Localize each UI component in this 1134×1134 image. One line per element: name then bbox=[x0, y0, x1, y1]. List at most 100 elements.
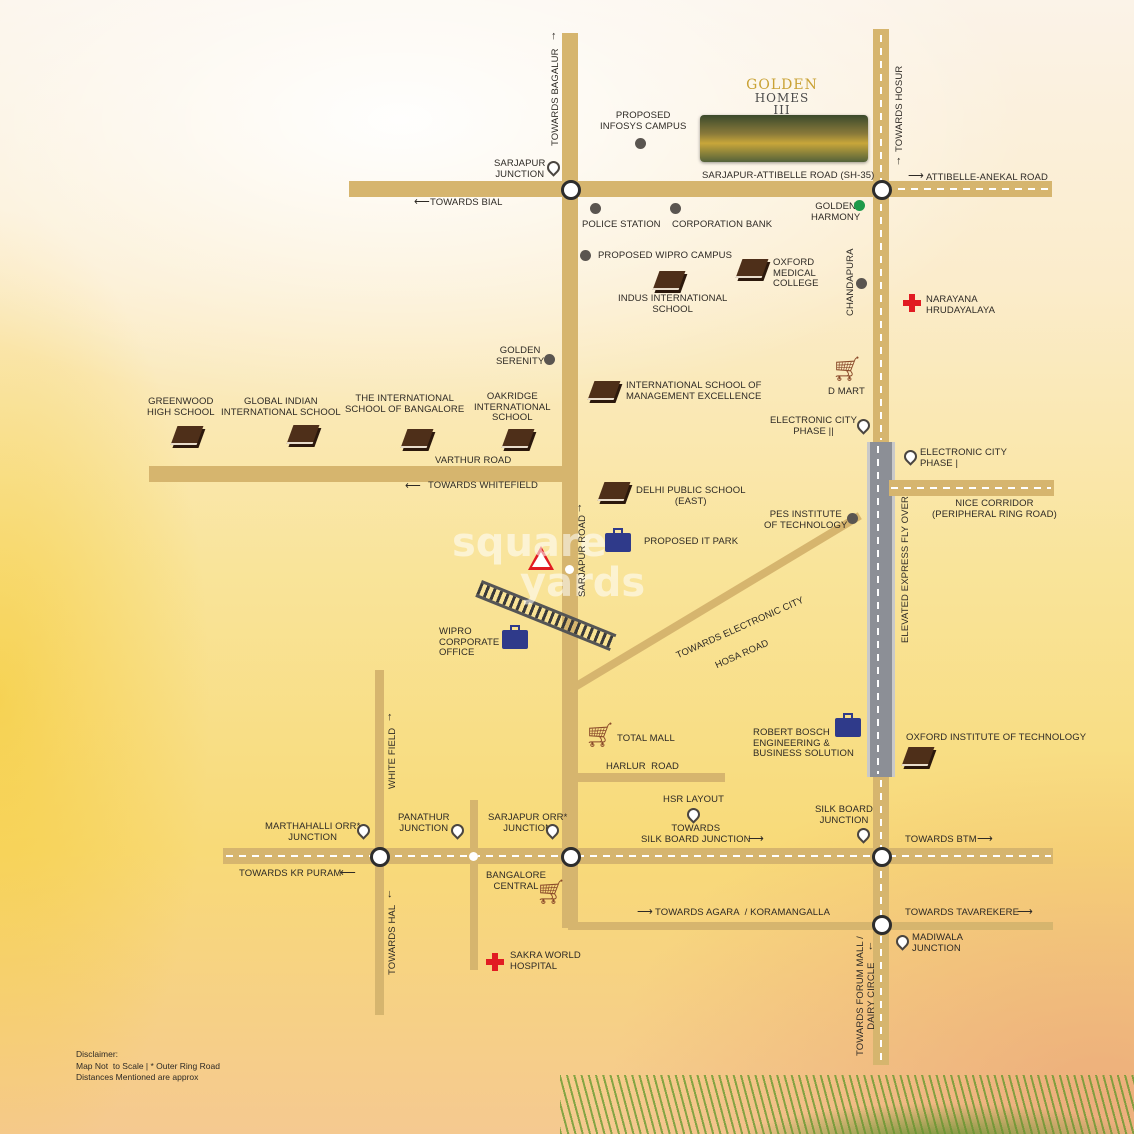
grass-decoration bbox=[560, 1075, 1134, 1134]
label-sarjapur-attibelle: SARJAPUR-ATTIBELLE ROAD (SH-35) bbox=[702, 170, 875, 181]
junction-rail-dot bbox=[565, 565, 574, 574]
label-towards-tavarekere: TOWARDS TAVAREKERE bbox=[905, 907, 1020, 918]
label-elevated-express: ELEVATED EXPRESS FLY OVER bbox=[900, 496, 911, 643]
arrow-up-icon: ↑ bbox=[551, 30, 557, 42]
location-pin-icon bbox=[684, 805, 703, 824]
label-towards-hal: TOWARDS HAL bbox=[387, 904, 398, 975]
marker-infosys bbox=[635, 138, 646, 149]
marker-pes bbox=[847, 513, 858, 524]
location-pin-icon bbox=[448, 821, 467, 840]
school-book-icon bbox=[597, 482, 631, 501]
arrow-right-icon: ⟶ bbox=[748, 833, 764, 845]
label-towards-forum: TOWARDS FORUM MALL / DAIRY CIRCLE bbox=[855, 936, 877, 1056]
road-harlur bbox=[570, 773, 725, 782]
school-book-icon bbox=[652, 271, 686, 290]
label-madiwala: MADIWALA JUNCTION bbox=[912, 932, 964, 954]
label-oxford-tech: OXFORD INSTITUTE OF TECHNOLOGY bbox=[906, 732, 1087, 743]
label-silk-board: SILK BOARD JUNCTION bbox=[815, 804, 874, 826]
label-towards-bagalur: TOWARDS BAGALUR bbox=[550, 48, 561, 146]
label-panathur: PANATHUR JUNCTION bbox=[398, 812, 450, 834]
junction-sarjapur-orr bbox=[561, 847, 581, 867]
label-white-field: WHITE FIELD bbox=[387, 727, 398, 789]
label-towards-hosur: TOWARDS HOSUR bbox=[894, 65, 905, 152]
school-book-icon bbox=[735, 259, 769, 278]
label-varthur-road: VARTHUR ROAD bbox=[435, 455, 512, 466]
junction-attibelle bbox=[872, 180, 892, 200]
shopping-cart-icon: 🛒︎ bbox=[536, 879, 567, 906]
arrow-down-icon: ↓ bbox=[868, 940, 874, 952]
arrow-left-icon: ⟵ bbox=[340, 867, 356, 879]
hospital-cross-icon bbox=[903, 294, 921, 312]
arrow-right-icon: ⟶ bbox=[908, 170, 924, 182]
label-wipro-office: WIPRO CORPORATE OFFICE bbox=[439, 626, 500, 658]
road-dash bbox=[880, 35, 882, 440]
arrow-right-icon: ⟶ bbox=[637, 906, 653, 918]
label-harlur-road: HARLUR ROAD bbox=[606, 761, 679, 772]
location-pin-icon bbox=[854, 825, 873, 844]
label-towards-bial: TOWARDS BIAL bbox=[430, 197, 503, 208]
label-dmart: D MART bbox=[828, 386, 865, 397]
junction-silk-board bbox=[872, 847, 892, 867]
office-briefcase-icon bbox=[605, 528, 631, 552]
office-briefcase-icon bbox=[502, 625, 528, 649]
label-global-indian: GLOBAL INDIAN INTERNATIONAL SCHOOL bbox=[221, 396, 341, 418]
label-nice-corridor: NICE CORRIDOR (PERIPHERAL RING ROAD) bbox=[932, 498, 1057, 520]
shopping-cart-icon: 🛒︎ bbox=[585, 722, 616, 749]
school-book-icon bbox=[170, 426, 204, 445]
label-golden-harmony: GOLDEN HARMONY bbox=[811, 201, 861, 223]
label-towards-agara: TOWARDS AGARA / KORAMANGALLA bbox=[655, 907, 830, 918]
label-towards-silk-board: TOWARDS SILK BOARD JUNCTION bbox=[641, 823, 751, 845]
arrow-right-icon: ⟶ bbox=[977, 833, 993, 845]
marker-golden-harmony bbox=[854, 200, 865, 211]
label-corporation-bank: CORPORATION BANK bbox=[672, 219, 773, 230]
label-bangalore-central: BANGALORE CENTRAL bbox=[486, 870, 547, 892]
arrow-up-icon: ↑ bbox=[387, 711, 393, 723]
marker-wipro-campus bbox=[580, 250, 591, 261]
label-hsr: HSR LAYOUT bbox=[663, 794, 725, 805]
location-pin-icon bbox=[893, 932, 912, 951]
label-ecity1: ELECTRONIC CITY PHASE | bbox=[920, 447, 1008, 469]
label-it-park: PROPOSED IT PARK bbox=[644, 536, 739, 547]
office-briefcase-icon bbox=[835, 713, 861, 737]
junction-sarjapur bbox=[561, 180, 581, 200]
disclaimer: Disclaimer: Map Not to Scale | * Outer R… bbox=[76, 1049, 220, 1082]
elevated-flyover bbox=[867, 442, 895, 777]
label-greenwood: GREENWOOD HIGH SCHOOL bbox=[147, 396, 215, 418]
railway-crossing-icon bbox=[528, 546, 554, 570]
label-bosch: ROBERT BOSCH ENGINEERING & BUSINESS SOLU… bbox=[753, 727, 854, 759]
label-sarjapur-junction: SARJAPUR JUNCTION bbox=[494, 158, 546, 180]
road-dash bbox=[891, 487, 1051, 489]
marker-corporation-bank bbox=[670, 203, 681, 214]
logo-homes: HOMES III bbox=[754, 91, 810, 117]
school-book-icon bbox=[400, 429, 434, 448]
location-pin-icon bbox=[854, 416, 873, 435]
watermark-line1: square bbox=[452, 520, 607, 566]
label-infosys: PROPOSED INFOSYS CAMPUS bbox=[600, 110, 687, 132]
junction-madiwala bbox=[872, 915, 892, 935]
label-golden-serenity: GOLDEN SERENITY bbox=[496, 345, 545, 367]
marker-golden-serenity bbox=[544, 354, 555, 365]
label-oakridge: OAKRIDGE INTERNATIONAL SCHOOL bbox=[474, 391, 551, 423]
school-book-icon bbox=[501, 429, 535, 448]
junction-panathur-dot bbox=[469, 852, 478, 861]
road-dash bbox=[885, 188, 1050, 190]
label-sarjapur-orr: SARJAPUR ORR* JUNCTION bbox=[488, 812, 568, 834]
school-book-icon bbox=[587, 381, 621, 400]
label-chandapura: CHANDAPURA bbox=[845, 248, 856, 316]
label-police-station: POLICE STATION bbox=[582, 219, 661, 230]
project-photo bbox=[700, 115, 868, 162]
label-oxford-medical: OXFORD MEDICAL COLLEGE bbox=[773, 257, 819, 289]
label-pes: PES INSTITUTE OF TECHNOLOGY bbox=[764, 509, 848, 531]
label-ecity2: ELECTRONIC CITY PHASE || bbox=[770, 415, 858, 437]
hospital-cross-icon bbox=[486, 953, 504, 971]
location-pin-icon bbox=[544, 158, 563, 177]
label-dps: DELHI PUBLIC SCHOOL (EAST) bbox=[636, 485, 746, 507]
label-international-school-bangalore: THE INTERNATIONAL SCHOOL OF BANGALORE bbox=[345, 393, 465, 415]
arrow-up-icon: ↑ bbox=[577, 502, 583, 514]
label-indus: INDUS INTERNATIONAL SCHOOL bbox=[618, 293, 728, 315]
road-dash bbox=[877, 446, 879, 774]
label-attibelle-anekal: ATTIBELLE-ANEKAL ROAD bbox=[926, 172, 1048, 183]
school-book-icon bbox=[286, 425, 320, 444]
arrow-down-icon: ↓ bbox=[387, 888, 393, 900]
